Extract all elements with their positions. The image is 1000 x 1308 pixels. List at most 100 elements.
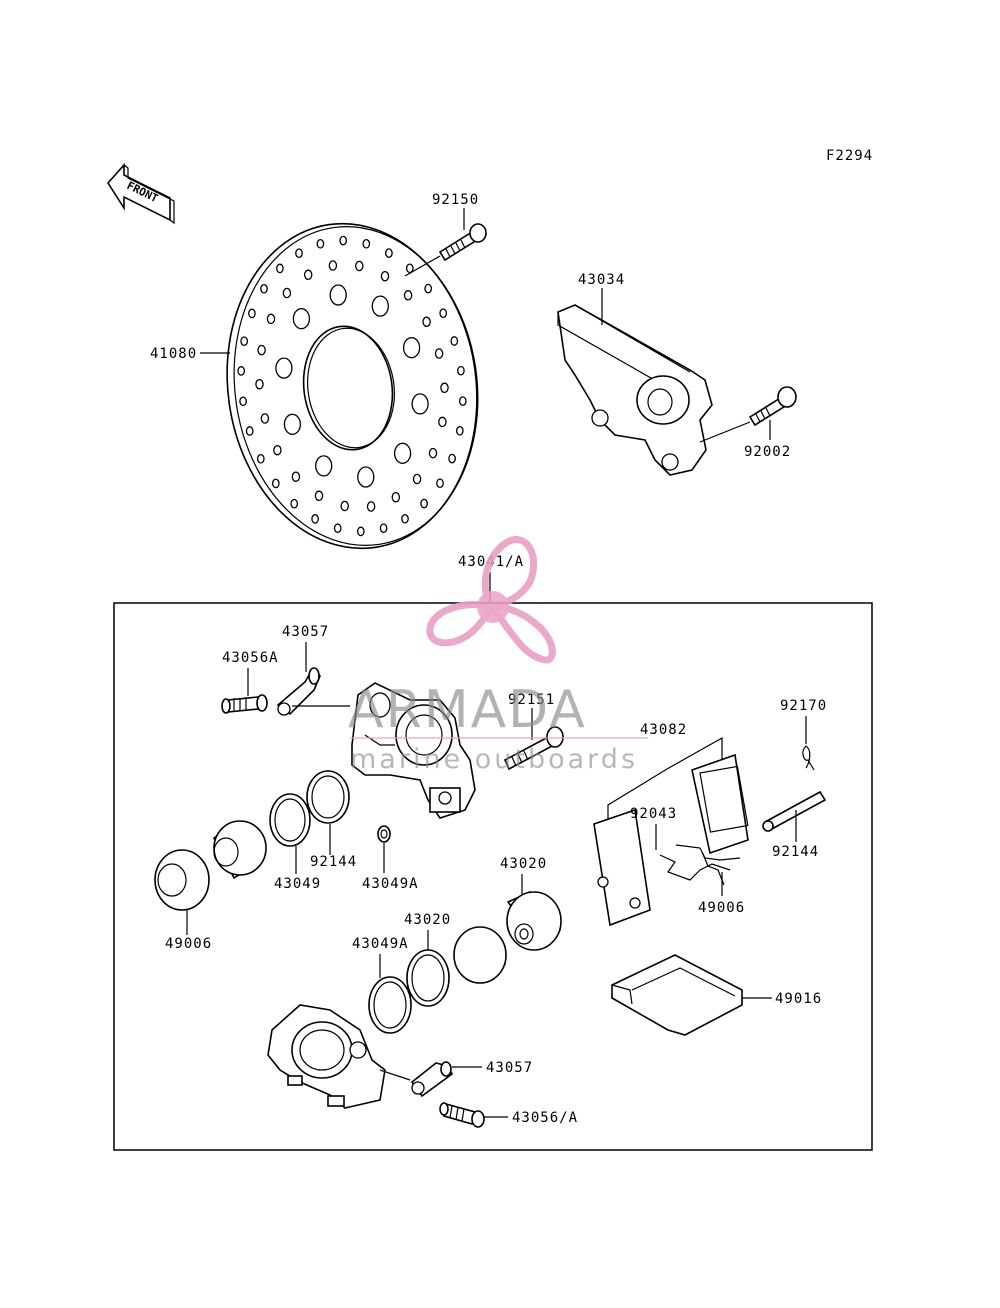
callout-43049A-bottom: 43049A — [352, 936, 409, 952]
disc-hole — [403, 290, 413, 301]
callout-43049: 43049A — [362, 876, 419, 892]
callout-43057-bottom: 43057 — [486, 1060, 533, 1076]
disc-hole — [355, 260, 364, 272]
disc-hole — [282, 287, 292, 299]
disc-hole — [257, 344, 266, 356]
caliper-body-upper — [351, 682, 476, 819]
callout-92170: 92170 — [780, 698, 827, 714]
disc-hole — [292, 308, 311, 330]
callout-49016: 49016 — [775, 991, 822, 1007]
disc-hole — [329, 284, 347, 306]
watermark-brand: ARMADA — [348, 680, 587, 740]
disc-hole — [450, 336, 459, 346]
disc-hole — [428, 447, 438, 459]
disc-hole — [458, 396, 467, 406]
watermark-tagline: marine outboards — [350, 744, 638, 775]
disc-hole — [315, 455, 333, 477]
disc-hole — [260, 413, 270, 424]
callout-43056A-top: 43056A — [222, 650, 279, 666]
disc-hole — [448, 453, 456, 464]
callout-92151: 92151 — [508, 692, 555, 708]
bleeder-cap-top — [276, 667, 321, 716]
disc-hole — [333, 523, 342, 534]
disc-hole — [420, 498, 428, 509]
disc-hole — [440, 382, 449, 394]
pad-springs — [659, 844, 741, 886]
retaining-clip — [802, 745, 815, 771]
disc-hole — [248, 308, 256, 319]
piston-seal-upper — [306, 770, 350, 824]
armada-watermark: ARMADA marine outboards — [348, 536, 648, 775]
disc-hole — [273, 444, 282, 456]
callout-43020-left: 49006 — [165, 936, 212, 952]
pad-spring-plate — [611, 954, 743, 1036]
front-arrow-icon: FRONT — [106, 162, 175, 225]
disc-hole — [412, 473, 422, 485]
disc-hole — [240, 336, 249, 347]
disc-hole — [245, 426, 254, 436]
callout-49006-bottom: 43020 — [404, 912, 451, 928]
disc-hole — [339, 235, 348, 246]
callout-43082: 43082 — [640, 722, 687, 738]
piston-seal-lower — [368, 976, 412, 1034]
disc-hole — [371, 295, 389, 317]
disc-hole — [271, 478, 280, 489]
disc-hole — [411, 393, 429, 415]
bracket-bolt — [748, 386, 797, 427]
disc-hole — [260, 283, 268, 294]
caliper-pin-bolt — [503, 726, 564, 771]
disc-hole — [239, 396, 247, 407]
callout-43056A-bottom: 43056/A — [512, 1110, 578, 1126]
callout-43057-top: 43057 — [282, 624, 329, 640]
disc-hole — [434, 348, 444, 359]
disc-hole — [422, 316, 431, 328]
caliper-bracket — [557, 304, 713, 476]
disc-hole — [438, 416, 447, 428]
disc-hole — [439, 308, 448, 319]
disc-hole — [357, 466, 375, 488]
disc-hole — [379, 523, 388, 534]
disc-hole — [311, 514, 319, 524]
disc-hole — [356, 526, 365, 537]
disc-hole — [283, 413, 302, 435]
disc-hole — [385, 248, 393, 258]
disc-hole — [457, 365, 465, 376]
disc-hole — [290, 498, 299, 509]
callout-92150: 92150 — [432, 192, 479, 208]
piston-lower-a — [506, 891, 562, 951]
disc-hole — [380, 270, 390, 282]
callout-43020-right: 43020 — [500, 856, 547, 872]
disc-hole — [316, 238, 325, 249]
disc-hole — [303, 269, 313, 281]
piston-upper-a — [212, 820, 267, 880]
disc-hole — [266, 313, 276, 325]
disc-hole — [340, 500, 349, 512]
disc-hole — [391, 491, 401, 503]
disc-hole — [314, 490, 324, 502]
disc-hole — [393, 442, 412, 464]
disc-hole — [401, 513, 409, 524]
small-washer — [377, 825, 391, 843]
disc-hole — [362, 238, 371, 249]
disc-hole — [295, 248, 303, 259]
disc-hole — [275, 357, 293, 379]
dust-seal-upper — [269, 793, 311, 847]
callout-41080: 41080 — [150, 346, 197, 362]
disc-hole — [291, 471, 301, 482]
disc-hole — [255, 378, 264, 390]
disc-hole — [402, 337, 421, 359]
dust-seal-lower — [406, 949, 450, 1007]
pad-pin — [762, 790, 827, 832]
callout-43049A-top: 92144 — [310, 854, 357, 870]
bleeder-valve-top — [221, 694, 268, 714]
callout-92002: 92002 — [744, 444, 791, 460]
disc-hole — [256, 453, 265, 464]
callout-92043: 92144 — [772, 844, 819, 860]
figure-id: F2294 — [826, 148, 873, 164]
piston-lower-b — [453, 926, 507, 984]
disc-hole — [366, 501, 376, 512]
caliper-body-lower — [267, 1004, 386, 1109]
disc-bolt — [438, 223, 487, 262]
propeller-logo-icon — [426, 536, 556, 664]
